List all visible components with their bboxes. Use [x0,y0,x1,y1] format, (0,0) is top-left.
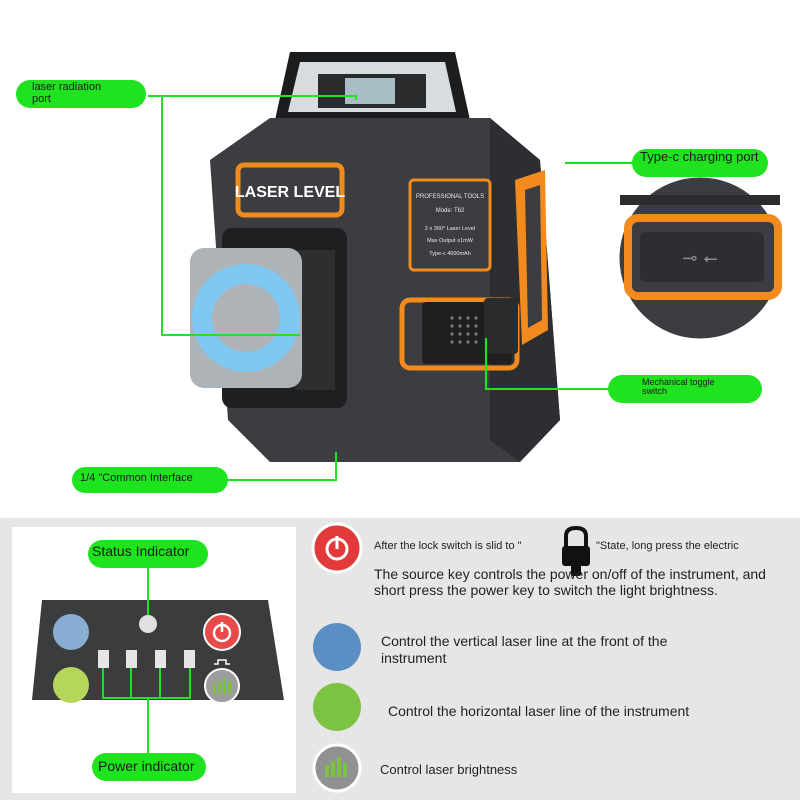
toggle-dots [450,316,478,344]
legend-power-line1b: "State, long press the electric [596,540,739,552]
spec-line-1: PROFESSIONAL TOOLS [416,194,484,200]
status-led [139,615,157,633]
legend-blue-icon [313,623,361,671]
legend-brightness-text: Control laser brightness [380,762,518,777]
callout-power-indicator: Power indicator [92,753,206,781]
laser-level-device: LASER LEVEL PROFESSIONAL TOOLS Mode: T62… [148,52,784,481]
panel-green-button [53,667,89,703]
callout-interface: 1/4 "Common Interface [72,467,228,493]
legend-green-text: Control the horizontal laser line of the… [388,703,690,719]
panel-blue-button [53,614,89,650]
callout-typec-port: Type-c charging port [632,149,768,177]
callout-toggle-switch: Mechanical toggle switch [608,375,762,403]
callout-status-indicator: Status Indicator [88,540,208,568]
spec-line-3: 2 x 360° Laser Level [425,226,475,232]
callout-laser-port: laser radiation port [16,80,146,108]
legend-green-icon [313,683,361,731]
brand-label: LASER LEVEL [235,184,345,201]
spec-line-2: Mode: T62 [436,208,465,214]
legend-power-line1a: After the lock switch is slid to " [374,540,522,552]
spec-line-4: Max Output ≤1mW [427,238,474,244]
legend-power-text: The source key controls the power on/off… [374,566,766,599]
lock-icon [562,525,590,576]
spec-line-5: Type-c 4000mAh [429,251,471,257]
legend-blue-text: Control the vertical laser line at the f… [381,633,668,666]
usb-icon: ⊸ ⭠ [682,248,717,269]
control-panel-svg [32,522,590,793]
